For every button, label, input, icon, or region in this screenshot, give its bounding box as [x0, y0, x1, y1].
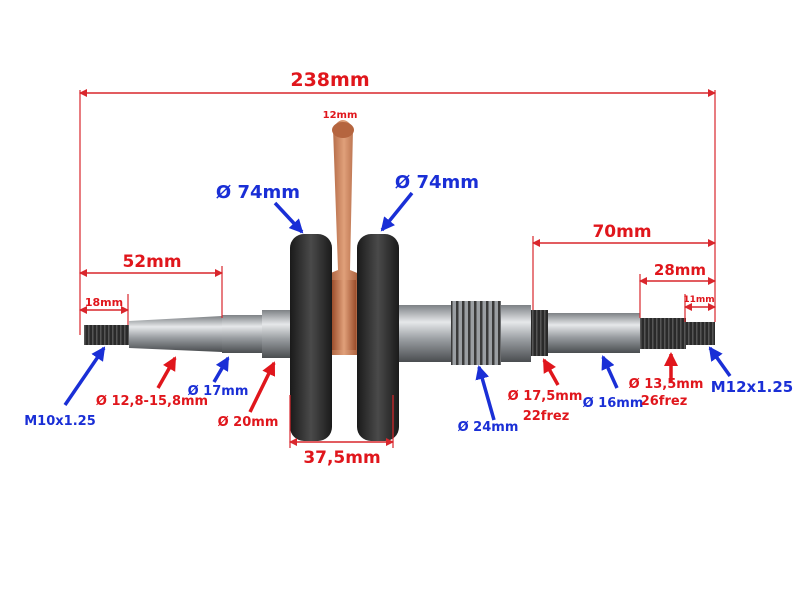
dim-overall-length: 238mm — [290, 69, 369, 91]
conrod-small-end — [332, 122, 354, 138]
label-flywheel-right-dia: Ø 74mm — [395, 172, 479, 193]
dim-left-shaft: 52mm — [122, 252, 181, 272]
label-left-thread: M10x1.25 — [24, 414, 96, 429]
left-flywheel — [290, 234, 332, 441]
right-flywheel — [357, 234, 399, 441]
label-left-taper: Ø 12,8-15,8mm — [96, 394, 208, 409]
right-spline-135 — [640, 318, 686, 349]
label-flywheel-left-dia: Ø 74mm — [216, 182, 300, 203]
crankpin — [332, 280, 356, 350]
label-right-spline-135-teeth: 26frez — [641, 394, 688, 409]
left-thread — [84, 325, 129, 345]
label-right-spline-175: Ø 17,5mm — [508, 389, 583, 404]
dim-right-spline: 28mm — [654, 261, 706, 279]
label-left-dia-20: Ø 20mm — [218, 415, 279, 430]
dim-right-thread: 11mm — [683, 295, 714, 305]
right-seal-thread — [451, 301, 501, 365]
dim-conrod-width: 12mm — [323, 110, 358, 121]
right-shaft-16 — [548, 313, 640, 353]
right-journal — [501, 305, 531, 362]
label-right-dia-24: Ø 24mm — [458, 420, 519, 435]
left-taper — [129, 316, 222, 352]
label-right-dia-16: Ø 16mm — [583, 396, 644, 411]
right-journal-24 — [399, 305, 451, 362]
dim-flywheel-spacing: 37,5mm — [303, 448, 380, 468]
right-thread — [686, 322, 715, 345]
left-journal-20 — [262, 310, 292, 358]
label-left-dia-17: Ø 17mm — [188, 384, 249, 399]
label-right-spline-175-teeth: 22frez — [523, 409, 570, 424]
right-spline-175 — [531, 310, 548, 356]
label-right-spline-135: Ø 13,5mm — [629, 377, 704, 392]
dim-right-shaft: 70mm — [592, 222, 651, 242]
crankshaft — [84, 120, 715, 441]
left-journal-17 — [222, 315, 262, 353]
label-right-thread: M12x1.25 — [711, 378, 794, 396]
dim-left-thread: 18mm — [85, 296, 123, 309]
